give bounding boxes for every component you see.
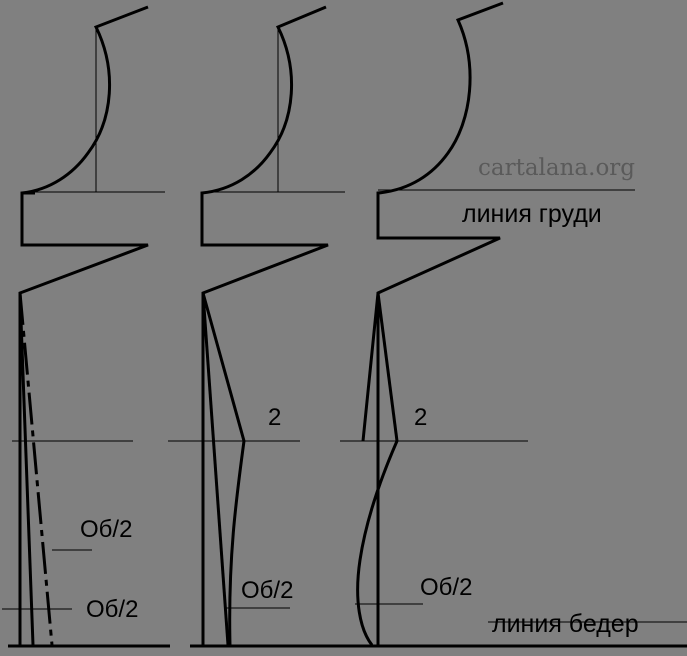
right-armhole-contour — [376, 1, 504, 645]
middle-dart-outline — [201, 292, 246, 646]
bust-line-label: линия груди — [462, 200, 602, 228]
pattern-left: Об/2 Об/2 — [2, 5, 170, 648]
left-dart-dashed — [18, 292, 54, 646]
middle-dart-inner — [201, 292, 230, 646]
hip-line-label: линия бедер — [492, 610, 639, 638]
pattern-middle: 2 Об/2 — [168, 5, 350, 648]
left-ob2-lower-label: Об/2 — [86, 596, 138, 623]
middle-armhole-contour — [200, 5, 329, 645]
middle-ob2-label: Об/2 — [241, 577, 293, 604]
middle-dart-width-label: 2 — [268, 404, 281, 431]
watermark: cartalana.org — [478, 155, 635, 181]
right-dart-width-label: 2 — [414, 404, 427, 431]
right-ob2-label: Об/2 — [420, 574, 472, 601]
pattern-right: 2 Об/2 — [340, 1, 687, 648]
left-armhole-contour — [18, 5, 149, 645]
right-side-curve — [356, 440, 399, 646]
right-dart-outline — [376, 292, 399, 442]
left-dart-inner — [18, 292, 35, 646]
left-ob2-upper-label: Об/2 — [80, 516, 132, 543]
right-dart-inner — [361, 292, 380, 442]
